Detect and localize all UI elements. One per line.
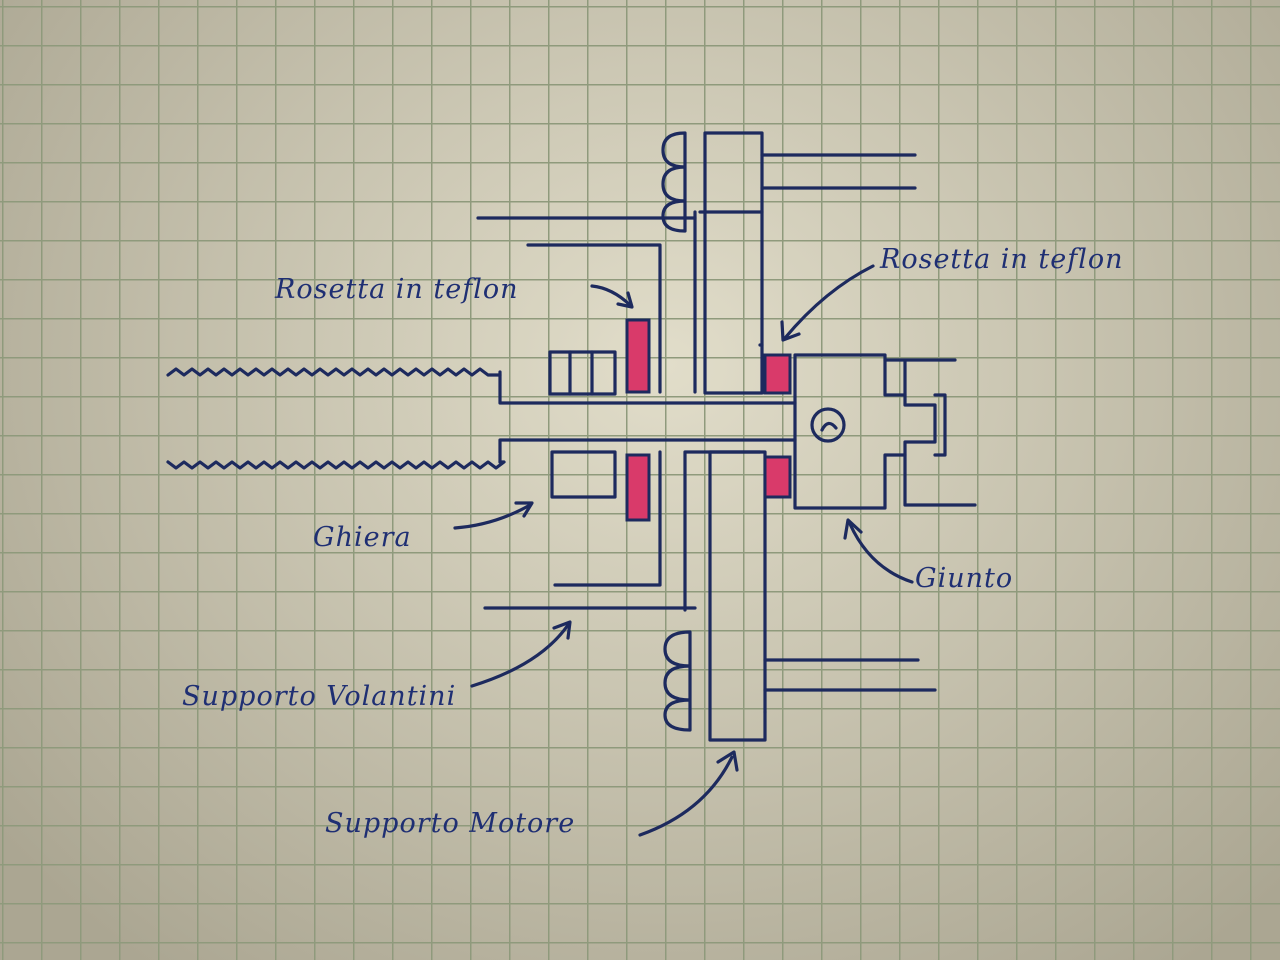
arrow-supporto-volantini — [470, 620, 572, 688]
threaded-shaft-top-edge — [166, 367, 502, 377]
label-rosetta-teflon-left: Rosetta in teflon — [275, 274, 519, 305]
teflon-washer-left-bottom — [625, 453, 651, 522]
arrow-giunto — [843, 518, 914, 584]
ghiera-ring-nut — [548, 350, 617, 499]
arrow-rosetta-right — [780, 264, 875, 342]
teflon-washer-right-top — [763, 353, 792, 395]
label-ghiera: Ghiera — [313, 522, 412, 553]
giunto-coupling — [793, 353, 977, 510]
arrow-ghiera — [453, 501, 534, 530]
shaft-step-bottom — [498, 438, 797, 464]
supporto-motore-lower — [663, 450, 937, 742]
label-giunto: Giunto — [915, 563, 1014, 594]
teflon-washer-left-top — [625, 318, 651, 394]
supporto-motore-upper — [661, 131, 917, 395]
supporto-volantini-upper — [476, 216, 697, 394]
arrow-rosetta-left — [590, 284, 634, 309]
threaded-shaft-bottom-edge — [166, 460, 506, 470]
shaft-step-top — [498, 370, 797, 405]
label-supporto-volantini: Supporto Volantini — [182, 681, 457, 712]
label-supporto-motore: Supporto Motore — [325, 808, 576, 839]
label-rosetta-teflon-right: Rosetta in teflon — [880, 244, 1124, 275]
arrow-supporto-motore — [638, 750, 739, 837]
teflon-washer-right-bottom — [763, 455, 792, 499]
supporto-volantini-lower — [483, 450, 697, 610]
